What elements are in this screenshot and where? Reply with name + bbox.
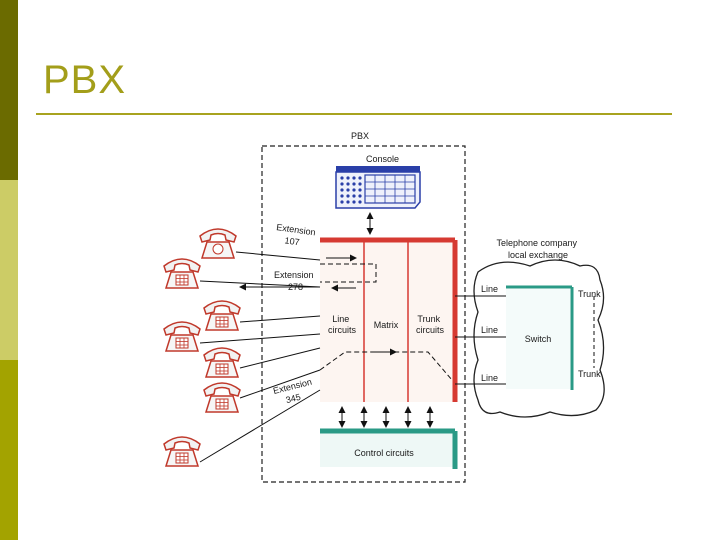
console-key xyxy=(346,200,350,204)
trunk-circuits-label: Trunk circuits xyxy=(416,314,445,335)
slide-title: PBX xyxy=(43,58,127,102)
phone-4 xyxy=(163,321,201,352)
console-key xyxy=(358,176,362,180)
pbx-label: PBX xyxy=(351,131,369,141)
console-key xyxy=(340,176,344,180)
console-key xyxy=(352,176,356,180)
control-circuits-block xyxy=(320,428,458,469)
console-key xyxy=(346,176,350,180)
console-key xyxy=(340,188,344,192)
side-band-middle xyxy=(0,180,18,360)
console-key xyxy=(346,188,350,192)
extension-278-label: Extension 278 xyxy=(274,270,316,292)
phone-ext-345 xyxy=(203,382,241,413)
line-label-3: Line xyxy=(481,373,498,383)
phone-5 xyxy=(203,347,241,378)
console-key xyxy=(352,194,356,198)
pbx-boundary xyxy=(261,145,466,483)
line-label-2: Line xyxy=(481,325,498,335)
console-key xyxy=(346,194,350,198)
line-label-1: Line xyxy=(481,284,498,294)
line-circuits-label: Line circuits xyxy=(328,314,357,335)
console-key xyxy=(352,182,356,186)
side-band-bottom xyxy=(0,360,18,540)
side-band-top xyxy=(0,0,18,180)
control-circuits-label: Control circuits xyxy=(354,448,414,458)
console-key xyxy=(358,200,362,204)
phone-ext-107 xyxy=(199,228,237,259)
console-key xyxy=(340,194,344,198)
console-key xyxy=(340,200,344,204)
switching-block xyxy=(320,237,458,402)
console-key xyxy=(358,188,362,192)
exchange-switch xyxy=(506,285,595,390)
switch-label: Switch xyxy=(525,334,552,344)
phone-7 xyxy=(163,436,201,467)
phone-3 xyxy=(203,300,241,331)
extension-345-label: Extension 345 xyxy=(272,376,318,408)
console-key xyxy=(352,188,356,192)
title-divider xyxy=(36,113,672,115)
matrix-label: Matrix xyxy=(374,320,399,330)
console xyxy=(335,166,421,209)
console-key xyxy=(340,182,344,186)
console-label: Console xyxy=(366,154,399,164)
trunk-label-bottom: Trunk xyxy=(578,369,601,379)
extension-107-label: Extension 107 xyxy=(274,222,319,250)
trunk-label-top: Trunk xyxy=(578,289,601,299)
telco-label: Telephone company local exchange xyxy=(496,238,579,260)
console-key xyxy=(346,182,350,186)
phone-ext-278 xyxy=(163,258,201,289)
console-key xyxy=(358,194,362,198)
console-key xyxy=(358,182,362,186)
console-key xyxy=(352,200,356,204)
